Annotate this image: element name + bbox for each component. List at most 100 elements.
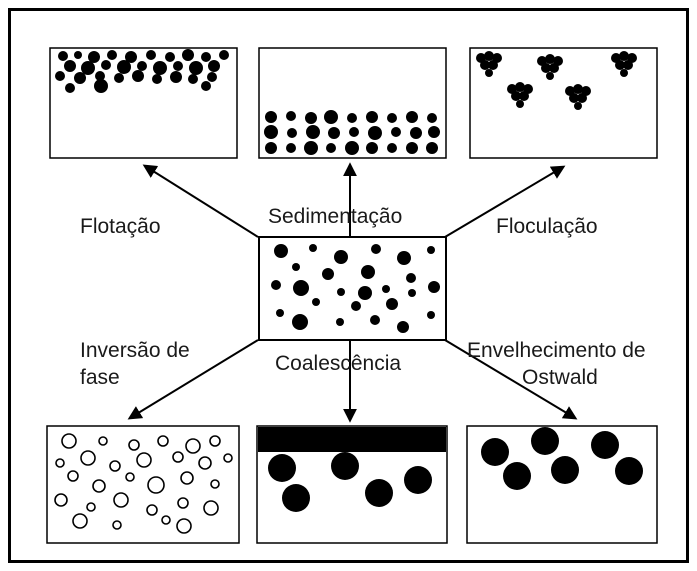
grown-droplet — [591, 431, 619, 459]
hollow-droplet — [185, 438, 201, 454]
floculacao-clusters — [476, 51, 637, 110]
droplet — [65, 83, 75, 93]
droplet — [382, 285, 390, 293]
droplet — [173, 61, 183, 71]
droplet — [387, 143, 397, 153]
coalesced-layer — [258, 427, 446, 452]
sedimentacao-droplets — [264, 110, 440, 155]
droplet — [351, 301, 361, 311]
droplet — [408, 289, 416, 297]
droplet — [88, 51, 100, 63]
grown-droplet — [615, 457, 643, 485]
floc-droplet — [546, 72, 554, 80]
droplet — [64, 60, 76, 72]
droplet — [406, 273, 416, 283]
droplet — [292, 263, 300, 271]
droplet — [286, 143, 296, 153]
droplet — [345, 141, 359, 155]
droplet — [426, 142, 438, 154]
hollow-droplet — [109, 460, 121, 472]
label-floculacao: Floculação — [496, 215, 598, 238]
grown-droplet — [503, 462, 531, 490]
droplet — [189, 61, 203, 75]
floc-droplet — [480, 60, 490, 70]
droplet — [170, 71, 182, 83]
arrows — [127, 162, 578, 423]
grown-droplet — [551, 456, 579, 484]
flotacao-box — [49, 47, 238, 159]
droplet — [312, 298, 320, 306]
hollow-droplet — [176, 518, 192, 534]
hollow-droplet — [125, 472, 135, 482]
droplet — [265, 142, 277, 154]
droplet — [397, 251, 411, 265]
hollow-droplet — [72, 513, 88, 529]
droplet — [337, 288, 345, 296]
grown-droplet — [481, 438, 509, 466]
droplet — [125, 51, 137, 63]
droplet — [58, 51, 68, 61]
droplet — [397, 321, 409, 333]
droplet — [152, 74, 162, 84]
coalescencia-box — [256, 425, 448, 544]
droplet — [101, 60, 111, 70]
droplet — [336, 318, 344, 326]
hollow-droplet — [146, 504, 158, 516]
hollow-droplet — [136, 452, 152, 468]
droplet — [304, 141, 318, 155]
droplet — [361, 265, 375, 279]
droplet — [201, 81, 211, 91]
floc-droplet — [484, 51, 494, 61]
droplet — [387, 113, 397, 123]
hollow-droplet — [172, 451, 184, 463]
floc-droplet — [577, 93, 587, 103]
floc-droplet — [515, 82, 525, 92]
large-droplet — [404, 466, 432, 494]
droplet — [368, 126, 382, 140]
droplet — [306, 125, 320, 139]
droplet — [366, 111, 378, 123]
droplet — [410, 127, 422, 139]
floc-droplet — [545, 54, 555, 64]
droplet — [117, 60, 131, 74]
hollow-droplet — [112, 520, 122, 530]
floculacao-box — [469, 47, 658, 159]
floc-droplet — [541, 63, 551, 73]
hollow-droplet — [223, 453, 233, 463]
arrow-flotacao — [142, 164, 259, 238]
droplet — [309, 244, 317, 252]
droplet — [265, 111, 277, 123]
label-envelhecimento-line1: Envelhecimento de — [467, 339, 646, 362]
droplet — [347, 113, 357, 123]
inversao-hollow-droplets — [54, 433, 233, 534]
center-emulsion-box — [258, 236, 447, 341]
floc-droplet — [549, 63, 559, 73]
hollow-droplet — [210, 479, 220, 489]
droplet — [165, 52, 175, 62]
floc-droplet — [623, 60, 633, 70]
droplet — [428, 126, 440, 138]
floc-droplet — [619, 51, 629, 61]
arrow-inversao — [127, 339, 259, 420]
hollow-droplet — [157, 435, 169, 447]
label-flotacao: Flotação — [80, 215, 161, 238]
droplet — [370, 315, 380, 325]
floc-droplet — [615, 60, 625, 70]
arrow-floculacao — [444, 165, 566, 238]
droplet — [293, 280, 309, 296]
floc-droplet — [485, 69, 493, 77]
large-droplet — [268, 454, 296, 482]
droplet — [74, 51, 82, 59]
hollow-droplet — [177, 497, 189, 509]
droplet — [208, 60, 220, 72]
droplet — [428, 281, 440, 293]
droplet — [107, 50, 117, 60]
droplet — [132, 70, 144, 82]
droplet — [137, 61, 147, 71]
droplet — [74, 72, 86, 84]
droplet — [207, 72, 217, 82]
flotacao-droplets — [55, 49, 229, 93]
sedimentacao-box — [258, 47, 447, 159]
droplet — [219, 50, 229, 60]
